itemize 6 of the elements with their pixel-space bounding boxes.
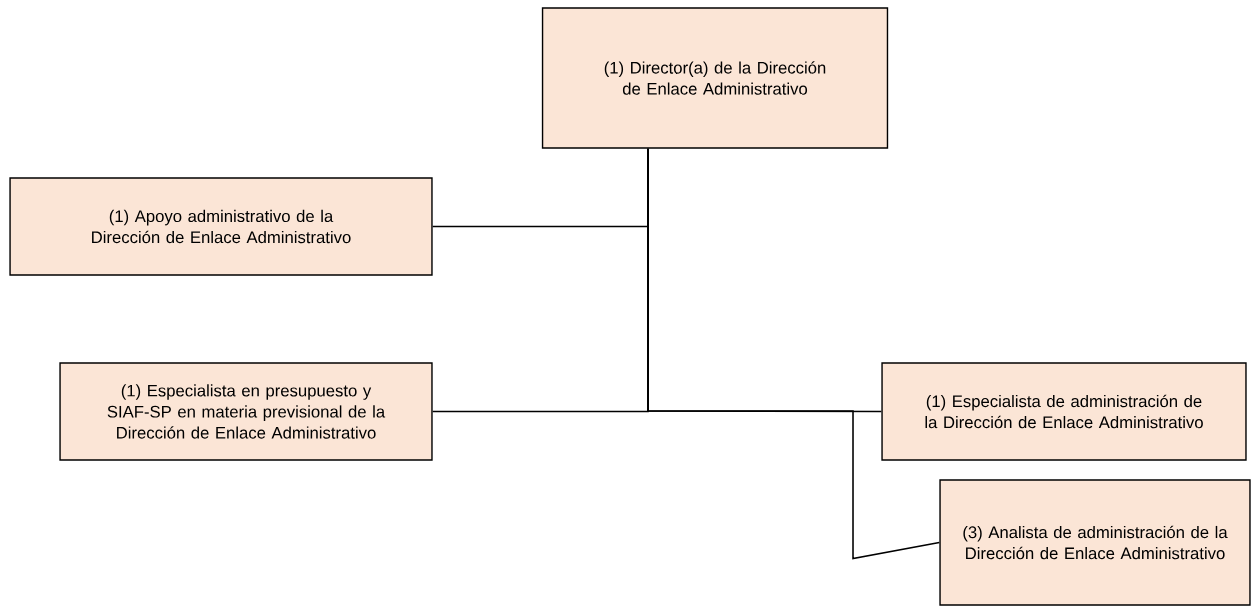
connector-line bbox=[647, 147, 941, 560]
position-box: (1) Especialista de administración de la Dirección de Enlace Administrativo bbox=[881, 362, 1247, 461]
position-box: (1) Apoyo administrativo de la Dirección de Enlace Administrativo bbox=[9, 177, 433, 276]
position-box: (3) Analista de administración de la Dirección de Enlace Administrativo bbox=[939, 479, 1251, 606]
position-box: (1) Especialista en presupuesto y SIAF-SP en materia previsional de la Dirección de Enlace Administrativo bbox=[59, 362, 433, 461]
position-box: (1) Director(a) de la Dirección de Enlace Administrativo bbox=[541, 7, 889, 149]
